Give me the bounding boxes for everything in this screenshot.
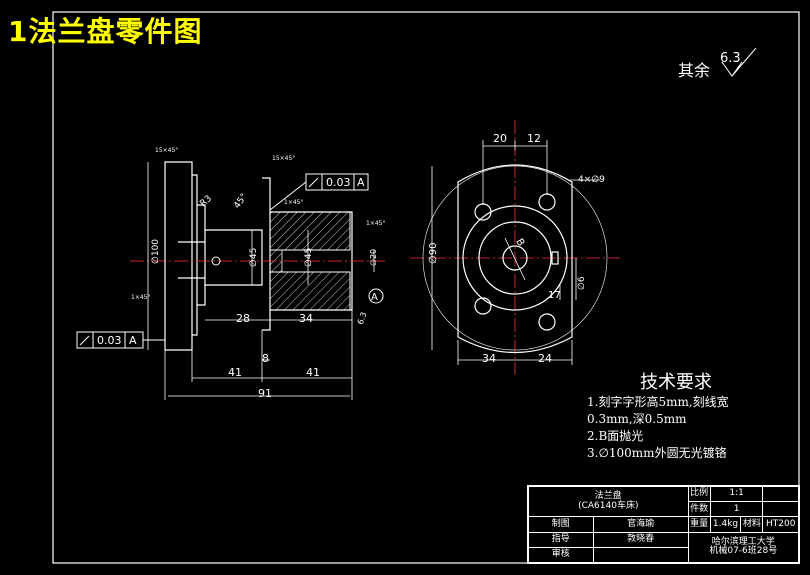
dim-w34: 34 [482,352,496,365]
dim-w20: 20 [493,132,507,145]
tech-line-2: 0.3mm,深0.5mm [587,412,687,426]
dim-dia-45a: ∅45 [249,248,259,267]
drawing-frame [52,11,800,564]
tolerance-top-value: 0.03 [326,176,351,189]
left-dimension-lines [147,162,375,400]
mentor-label: 指导 [528,531,594,548]
weight-label: 重量 [687,516,711,533]
dim-b-label: B [513,237,526,249]
dim-dia-100: ∅100 [151,239,161,264]
qty-value: 1 [709,501,764,518]
dim-chamfer-top2: 15×45° [272,155,295,162]
scale-label: 比例 [687,485,711,503]
tech-line-4: 3.∅100mm外圆无光镀铬 [587,446,727,460]
dim-dia-20: ∅20 [369,249,378,266]
datum-a-label: A [371,292,378,303]
section-hatch-bottom [269,271,351,311]
tolerance-frame-top [269,173,369,211]
review-label: 审核 [528,546,594,564]
mentor-name: 敦晓春 [592,531,689,548]
dim-len-41a: 41 [228,366,242,379]
dim-chamfer-right: 1×45° [366,220,385,227]
roughness-symbol [721,47,757,77]
dim-dia-6: ∅6 [577,276,587,290]
drawn-name: 官海瑜 [592,516,689,533]
roughness-value: 6.3 [720,51,741,66]
datum-a-circle [368,288,384,304]
tech-line-1: 1.刻字字形高5mm,刻线宽 [587,395,729,409]
dim-chamfer-small: 1×45° [284,199,303,206]
section-hatch-top [269,211,351,251]
qty-label: 件数 [687,501,711,518]
dim-angle: 45° [232,192,249,211]
dim-holes: 4×∅9 [578,175,605,185]
dim-len-91: 91 [258,387,272,400]
dim-len-28: 28 [236,312,250,325]
dim-len-8: 8 [262,352,269,365]
material-value: HT200 [762,516,799,533]
right-dimension-lines [431,140,600,365]
page-title: 1法兰盘零件图 [8,15,203,48]
right-view [422,164,608,354]
dim-ra-small: 6.3 [356,311,369,326]
tech-line-3: 2.B面抛光 [587,429,644,443]
dim-chamfer-top1: 15×45° [155,147,178,154]
dim-r3: R3 [198,194,214,209]
drawn-label: 制图 [528,516,594,533]
dim-h17: 17 [548,290,561,301]
dim-w24: 24 [538,352,552,365]
material-label: 材料 [740,516,764,533]
part-name: 法兰盘 [594,491,622,502]
dim-len-41b: 41 [306,366,320,379]
dim-dia-45b: ∅45 [304,248,314,267]
dim-dia-90: ∅90 [428,243,439,264]
school-name: 哈尔滨理工大学 [711,536,775,547]
roughness-label: 其余 [678,61,710,80]
left-center-mark [211,256,221,266]
tolerance-top-datum: A [357,176,365,189]
tolerance-left-datum: A [129,334,137,347]
dim-len-34: 34 [299,312,313,325]
weight-value: 1.4kg [709,516,742,533]
tolerance-frame-left [76,331,165,349]
tech-requirements-heading: 技术要求 [640,372,712,393]
scale-value: 1:1 [709,485,764,503]
dim-w12: 12 [527,132,541,145]
machine-name: (CA6140车床) [578,500,639,511]
title-block: 法兰盘 (CA6140车床) 比例 1:1 件数 1 制图 官海瑜 重量 1.4… [527,485,800,564]
class-info: 机械07-6班28号 [709,546,778,557]
dim-chamfer-left: 1×45° [131,294,150,301]
tolerance-left-value: 0.03 [97,334,122,347]
